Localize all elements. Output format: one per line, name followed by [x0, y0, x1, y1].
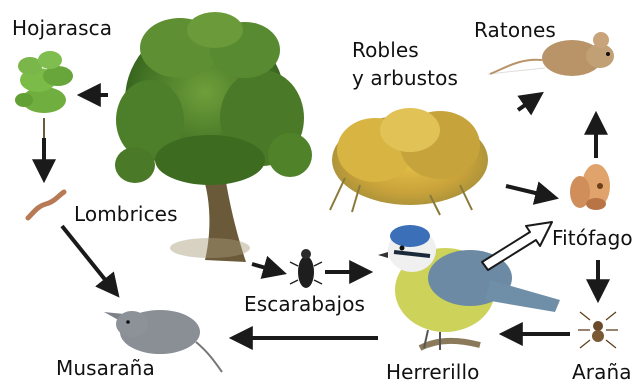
arrow-robles-to-escarabajos [251, 255, 287, 279]
spider-illustration [578, 311, 618, 349]
oak-tree-illustration [115, 12, 312, 262]
arrow-lombrices-to-musarana [60, 224, 120, 298]
earthworm-illustration [25, 189, 67, 221]
label-robles-line2: y arbustos [352, 66, 458, 90]
label-arana: Araña [572, 360, 632, 384]
shrew-illustration [104, 310, 223, 373]
mouse-illustration [487, 32, 614, 76]
arrow-fitofago-to-herrerillo-outline [481, 221, 553, 271]
leaf-litter-illustration [15, 51, 73, 140]
label-hojarasca: Hojarasca [12, 16, 113, 40]
label-musarana: Musaraña [56, 356, 155, 380]
arrow-arbustos-to-fitofago [505, 181, 560, 205]
food-web-arrows [32, 83, 610, 350]
arrow-arbustos-to-ratones [516, 91, 544, 116]
label-escarabajos: Escarabajos [244, 292, 366, 316]
label-robles: Robles [352, 38, 419, 62]
beetle-illustration [289, 249, 323, 288]
label-ratones: Ratones [474, 18, 556, 42]
blue-tit-illustration [378, 225, 560, 351]
label-herrerillo: Herrerillo [386, 360, 480, 384]
shrub-illustration [329, 108, 488, 216]
label-fitofago: Fitófago [552, 226, 633, 250]
label-lombrices: Lombrices [74, 202, 178, 226]
butterfly-illustration [570, 164, 610, 210]
